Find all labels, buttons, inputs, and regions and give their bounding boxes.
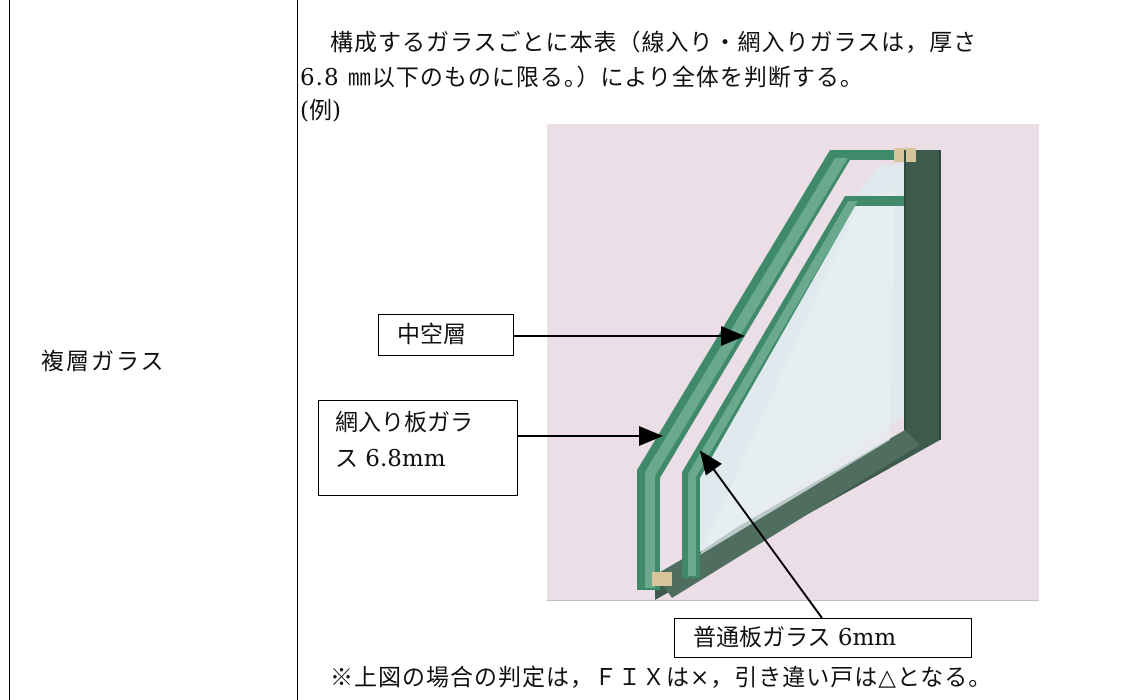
callout-wired-glass-line2: ス 6.8mm: [335, 446, 446, 472]
callout-wired-glass-line1: 網入り板ガラ: [335, 410, 473, 436]
arrow-plain-glass: [699, 450, 823, 619]
callout-wired-glass: 網入り板ガラ ス 6.8mm: [318, 400, 518, 496]
description-line-2: 6.8 ㎜以下のものに限る。）により全体を判断する。: [300, 65, 864, 91]
spacer-bottom: [652, 572, 672, 586]
figure-baseline: [547, 600, 1039, 601]
description-line-1: 構成するガラスごとに本表（線入り・網入りガラスは，厚さ: [330, 30, 978, 56]
table-frame: [9, 0, 1129, 700]
judgement-note: ※上図の場合の判定は，ＦＩＸは×，引き違い戸は△となる。: [330, 665, 993, 691]
callout-plain-glass: 普通板ガラス 6mm: [674, 618, 972, 658]
row-label: 複層ガラス: [41, 349, 166, 375]
inner-pane-shade: [700, 190, 895, 555]
callout-hollow-layer: 中空層: [378, 314, 514, 356]
example-label: (例): [300, 98, 341, 124]
column-divider: [297, 0, 298, 700]
frame-bottom: [655, 430, 920, 598]
